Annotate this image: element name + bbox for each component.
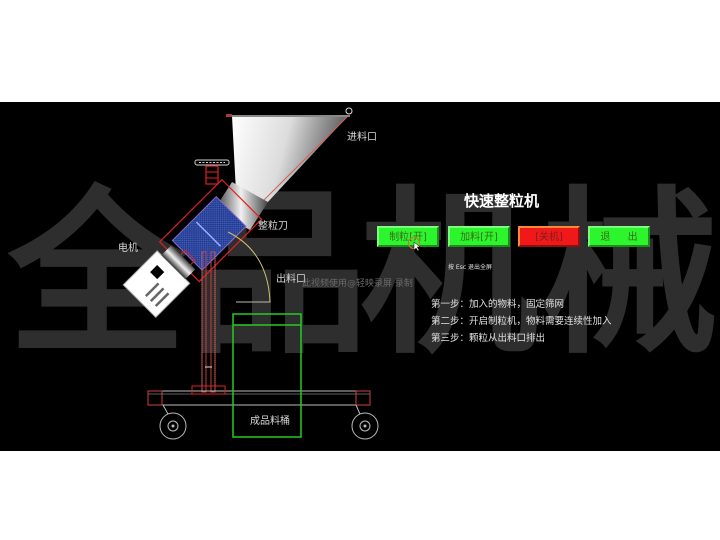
exit-button[interactable]: 退 出 (588, 226, 650, 247)
product-bucket (232, 313, 302, 438)
esc-hint: 按 Esc 退出全屏 (448, 264, 493, 271)
label-inlet: 进料口 (347, 132, 377, 143)
shutdown-button[interactable]: [关机] (518, 226, 580, 247)
screen-mesh (171, 195, 247, 271)
label-bucket: 成品料桶 (250, 416, 290, 427)
machine-diagram (122, 107, 379, 440)
recorder-watermark: 此视频使用@轻映录屏 录制 (302, 279, 413, 289)
label-blade: 整粒刀 (258, 221, 288, 232)
label-motor: 电机 (118, 243, 138, 254)
motor (122, 245, 196, 319)
instruction-step: 第三步：颗粒从出料口排出 (431, 333, 546, 344)
mouse-cursor-icon (408, 237, 421, 251)
watermark-char: 机 (360, 171, 538, 378)
granulate-toggle-button[interactable]: 制粒[开] (377, 226, 439, 247)
feed-hopper (226, 107, 353, 204)
watermark-char: 械 (540, 171, 718, 378)
feed-toggle-button[interactable]: 加料[开] (448, 226, 510, 247)
handwheel (194, 159, 230, 185)
brand-watermark: 全 品 机 械 (0, 102, 720, 451)
instruction-step: 第二步：开启制粒机，物料需要连续性加入 (431, 316, 612, 327)
outlet-chute (227, 231, 271, 303)
caster-right (351, 404, 379, 440)
support-column (201, 251, 216, 393)
instruction-step: 第一步：加入的物料，固定筛网 (431, 299, 565, 310)
caster-left (159, 404, 187, 440)
hopper-hook-icon (345, 107, 353, 115)
base-frame (147, 385, 371, 406)
hopper-throat (214, 182, 268, 230)
video-stage: 全 品 机 械 (0, 102, 720, 451)
label-outlet: 出料口 (276, 274, 306, 285)
granulator-chamber (158, 178, 263, 283)
app-title: 快速整粒机 (464, 192, 540, 210)
